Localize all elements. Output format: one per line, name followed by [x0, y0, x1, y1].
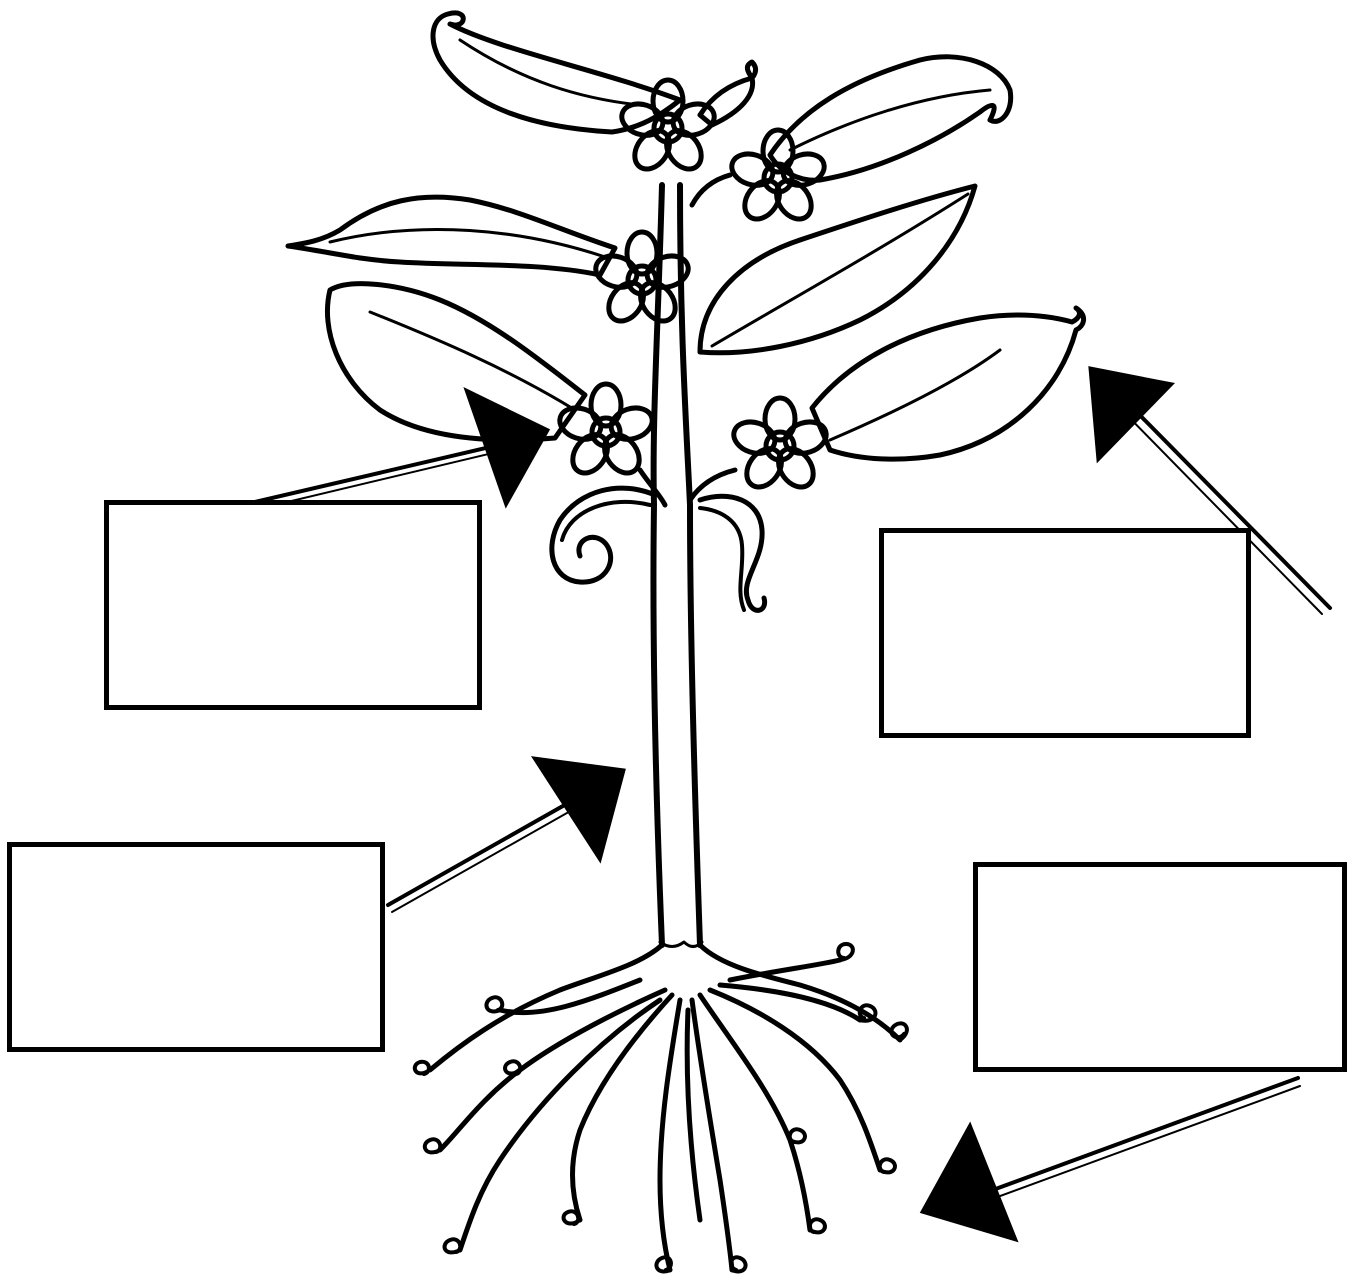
tendril-right-icon: [700, 496, 765, 610]
triangle-arrow-icon: [534, 758, 624, 860]
leaf-top-left: [433, 13, 680, 132]
root-curl-icon: [486, 997, 502, 1011]
arrow-to-roots: [922, 1078, 1300, 1240]
leaf-mid-left: [288, 197, 615, 275]
root-curl-icon: [790, 1129, 805, 1142]
leaf-top-small: [700, 62, 756, 125]
tendrils: [552, 488, 765, 610]
root-curl-icon: [425, 1139, 440, 1152]
roots: [430, 945, 900, 1270]
triangle-arrow-icon: [1090, 368, 1172, 460]
root-curl-icon: [810, 1219, 825, 1232]
root-curl-icon: [445, 1239, 461, 1252]
label-box-stem[interactable]: [7, 842, 385, 1052]
arrow-to-stem: [388, 758, 624, 912]
triangle-arrow-icon: [466, 390, 548, 505]
leaf-top-right: [770, 57, 1011, 180]
root-curl-icon: [505, 1061, 520, 1074]
flowers: [556, 80, 831, 494]
root-curl-icon: [415, 1062, 430, 1074]
leaf-lower-left: [327, 284, 585, 440]
root-curl-icon: [564, 1211, 580, 1224]
root-curl-icon: [838, 944, 853, 960]
root-curl-icon: [880, 1159, 895, 1172]
triangle-arrow-icon: [922, 1125, 1016, 1240]
label-box-roots[interactable]: [973, 862, 1347, 1072]
flower-icon: [556, 384, 657, 480]
label-box-leaf[interactable]: [879, 528, 1251, 738]
arrows: [212, 368, 1330, 1240]
label-box-flower[interactable]: [104, 500, 482, 710]
